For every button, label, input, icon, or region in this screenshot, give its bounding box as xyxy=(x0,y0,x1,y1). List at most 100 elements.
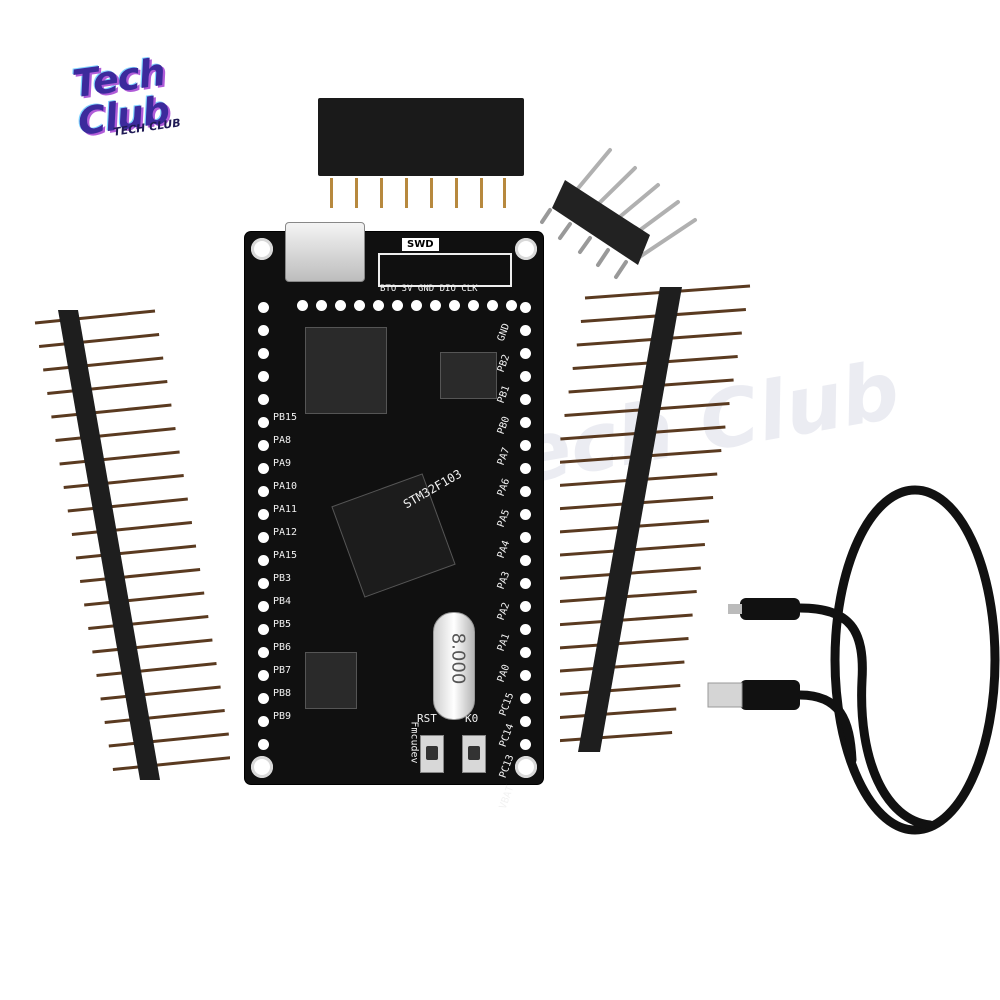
pin-label: PB6 xyxy=(273,642,292,653)
pin-label: PB5 xyxy=(273,619,292,630)
pin-label: PA15 xyxy=(273,550,298,561)
usb-a-plug xyxy=(740,680,800,710)
header-pin xyxy=(560,684,681,696)
pin-pad xyxy=(520,555,531,566)
pin-pad xyxy=(258,670,269,681)
header-pin xyxy=(75,544,197,560)
pin-pad xyxy=(258,601,269,612)
header-pin xyxy=(104,709,225,724)
pin-pad xyxy=(520,693,531,704)
crystal-label: 8.000 xyxy=(447,632,469,685)
pin-pad xyxy=(520,348,531,359)
header-pin xyxy=(100,685,221,701)
pin-pad xyxy=(520,417,531,428)
pin-label: PA6 xyxy=(495,477,513,498)
pin-label: PA10 xyxy=(273,481,298,492)
pin-label: GND xyxy=(495,322,513,343)
pin-pad xyxy=(520,325,531,336)
pin-pad xyxy=(520,440,531,451)
pin-label: PB1 xyxy=(495,384,513,405)
header-pin xyxy=(55,427,176,442)
pin-pad xyxy=(373,300,384,311)
pin-pad xyxy=(258,578,269,589)
pin-pad xyxy=(520,670,531,681)
pin-pad xyxy=(520,302,531,313)
pin-label: PC15 xyxy=(497,691,517,718)
usb-serial-chip xyxy=(305,327,387,414)
pin-pad xyxy=(258,555,269,566)
header-pin xyxy=(108,732,229,748)
header-pin xyxy=(84,591,205,607)
header-pin xyxy=(59,450,180,466)
pin-pad xyxy=(258,624,269,635)
pin-pad xyxy=(354,300,365,311)
pin-pad xyxy=(258,532,269,543)
header-pin xyxy=(96,662,217,677)
pin-label: VBAT xyxy=(497,784,517,811)
vendor-label: Fmcudev xyxy=(408,721,420,764)
pin-pad xyxy=(335,300,346,311)
header-pin xyxy=(34,309,156,325)
pin-pad xyxy=(258,486,269,497)
swd-pin-labels: BTO 3V GND DIO CLK xyxy=(380,284,478,294)
pin-pad xyxy=(520,624,531,635)
pin-label: PA7 xyxy=(495,446,513,467)
usb-cable xyxy=(707,485,1000,835)
header-pin xyxy=(71,521,193,536)
pin-pad xyxy=(258,371,269,382)
crystal-oscillator xyxy=(433,612,475,720)
header-pin xyxy=(560,637,689,650)
k0-button[interactable] xyxy=(462,735,486,773)
header-pin xyxy=(92,638,213,654)
pin-pad xyxy=(520,601,531,612)
header-pin xyxy=(560,590,697,603)
pin-pad xyxy=(520,394,531,405)
pin-pad xyxy=(258,509,269,520)
reset-button[interactable] xyxy=(420,735,444,773)
header-pin xyxy=(560,660,685,673)
micro-usb-plug xyxy=(740,598,800,620)
header-pin xyxy=(560,613,693,627)
pin-pad xyxy=(258,693,269,704)
pin-label: PB0 xyxy=(495,415,513,436)
small-male-header xyxy=(540,148,697,279)
pin-pad xyxy=(411,300,422,311)
pin-label: PB2 xyxy=(495,353,513,374)
pin-pad xyxy=(520,739,531,750)
pin-pad xyxy=(258,417,269,428)
pin-pad xyxy=(449,300,460,311)
pin-pad xyxy=(258,348,269,359)
header-pin xyxy=(67,497,188,513)
header-pin xyxy=(43,356,164,372)
header-pin xyxy=(47,380,168,395)
header-pin xyxy=(560,731,673,743)
pin-pad xyxy=(258,716,269,727)
tech-club-logo: Tech Club TECH CLUB xyxy=(55,50,195,150)
regulator-chip xyxy=(440,352,497,399)
pin-label: PA9 xyxy=(273,458,292,469)
swd-label: SWD xyxy=(402,238,439,251)
pin-pad xyxy=(258,647,269,658)
pin-pad xyxy=(258,325,269,336)
header-pin xyxy=(63,474,184,489)
pin-pad xyxy=(430,300,441,311)
pin-label: PB7 xyxy=(273,665,292,676)
pin-pad xyxy=(258,440,269,451)
swd-header xyxy=(378,253,512,287)
pin-label: PC13 xyxy=(497,753,517,780)
pin-pad xyxy=(392,300,403,311)
pin-label: PA5 xyxy=(495,508,513,529)
pin-label: PA0 xyxy=(495,663,513,684)
left-male-header xyxy=(34,309,230,780)
k0-label: K0 xyxy=(465,712,479,725)
header-pin xyxy=(88,615,209,630)
pin-pad xyxy=(258,302,269,313)
pin-pad xyxy=(520,532,531,543)
header-pin xyxy=(79,568,201,583)
pin-label: PB8 xyxy=(273,688,292,699)
pin-label: PB3 xyxy=(273,573,292,584)
pin-pad xyxy=(520,509,531,520)
rst-label: RST xyxy=(417,712,437,725)
header-pin xyxy=(560,707,677,719)
